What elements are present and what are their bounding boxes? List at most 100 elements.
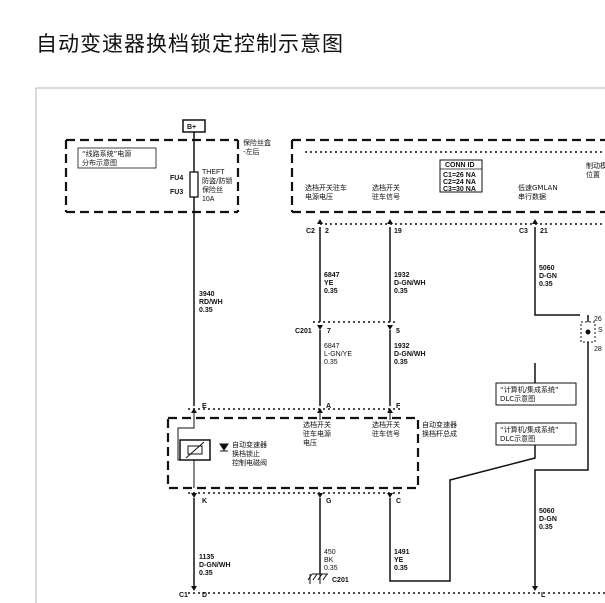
page-title: 自动变速器换档锁定控制示意图 (36, 32, 344, 56)
fuse-box-ref-line1: “线路系统”电源 (82, 149, 131, 158)
wire-450-color: BK (324, 557, 334, 564)
wire-6847-circuit: 6847 (324, 272, 340, 279)
shifter-label-f-1: 选档开关 (372, 420, 400, 429)
fuse-desc-4: 10A (202, 196, 215, 203)
bottom-conn-c1: C1 (179, 592, 188, 599)
fuse-id-2: FU3 (170, 189, 183, 196)
ground-icon (307, 573, 328, 584)
wire-450-size: 0.35 (324, 565, 338, 572)
solenoid-label-3: 控制电磁阀 (232, 458, 267, 467)
fuse-desc-2: 防盗/防锁 (202, 176, 232, 185)
ground-label: C201 (332, 577, 349, 584)
module-pin2-label-2: 驻车信号 (372, 192, 400, 201)
wire-1932-lower-size: 0.35 (394, 359, 408, 366)
wire-1135-circuit: 1135 (199, 554, 214, 561)
fuse-box-outline (64, 138, 240, 214)
dlc-ref-1-line2: DLC示意图 (500, 394, 535, 403)
dlc-ref-2-line2: DLC示意图 (500, 434, 535, 443)
module-side-label-2: 位置 (586, 170, 600, 179)
wire-5060-upper-circuit: 5060 (539, 265, 555, 272)
conn-id-row2: C2=24 NA (443, 179, 476, 186)
shifter-name-line1: 自动变速器 (422, 420, 457, 429)
wire-6847-color: YE (324, 280, 334, 287)
fuse-desc-3: 保险丝 (202, 185, 223, 194)
module-pin-21: 21 (540, 228, 548, 235)
c201-pin-7: 7 (327, 328, 331, 335)
terminal-bottom-d (191, 586, 197, 591)
fuse-id-1: FU4 (170, 175, 183, 182)
dlc-ref-1-line1: “计算机/集成系统” (500, 385, 559, 394)
wire-1932-lower-circuit: 1932 (394, 343, 410, 350)
module-conn-c3: C3 (519, 228, 528, 235)
c201-pin-5: 5 (396, 328, 400, 335)
splice-label: S (598, 327, 603, 334)
shifter-pin-f: F (396, 403, 401, 410)
splice-pin-28: 28 (594, 346, 602, 353)
shifter-label-a-3: 电压 (303, 438, 317, 447)
fuse-box-name-line2: -左后 (243, 147, 260, 156)
terminal-shifter-g (317, 493, 323, 498)
module-outline (290, 138, 605, 214)
splice-pin-26: 26 (594, 316, 602, 323)
dlc-ref-box-2 (495, 422, 577, 446)
solenoid-core-icon (187, 445, 203, 455)
wire-5060-upper-size: 0.35 (539, 281, 553, 288)
terminal-shifter-k (191, 493, 197, 498)
shifter-internal-e (177, 413, 195, 488)
wire-3940-size: 0.35 (199, 307, 213, 314)
module-pin-2: 2 (325, 228, 329, 235)
module-pin2-label-1: 选档开关 (372, 183, 400, 192)
wire-1932-lower-color: D-GN/WH (394, 351, 426, 358)
terminal-module-21 (532, 219, 538, 224)
conn-id-row3: C3=30 NA (443, 186, 476, 193)
wire-1135-color: D-GN/WH (199, 562, 231, 569)
wire-5060-upper-color: D-GN (539, 273, 557, 280)
wire-dlc-2 (449, 445, 536, 503)
wire-3940-circuit: 3940 (199, 291, 215, 298)
conn-id-box (439, 159, 483, 193)
wire-1135-size: 0.35 (199, 570, 213, 577)
diagram-frame (35, 87, 605, 603)
terminal-module-2 (317, 219, 323, 224)
shifter-pin-a: A (326, 403, 331, 410)
solenoid-label-1: 自动变速器 (232, 440, 267, 449)
wire-1932-color: D-GN/WH (394, 280, 426, 287)
module-pin1-label-1: 选档开关驻车 (305, 183, 347, 192)
fuse-box-name-line1: 保险丝盒 (243, 138, 271, 147)
solenoid-label-2: 换档锁止 (232, 449, 260, 458)
power-label: B+ (187, 124, 196, 131)
wire-6847-lower-size: 0.35 (324, 359, 338, 366)
module-pin3-label-1: 低速GMLAN (518, 183, 558, 192)
wire-5060-lower (534, 350, 589, 586)
terminal-shifter-f (387, 408, 393, 413)
fuse-symbol (189, 171, 199, 198)
shifter-label-f-2: 驻车信号 (372, 429, 400, 438)
module-side-label-1: 制动模 (586, 161, 605, 170)
solenoid-diag-icon (185, 441, 205, 459)
shifter-pin-e: E (202, 403, 207, 410)
terminal-module-19 (387, 219, 393, 224)
wire-1491-circuit: 1491 (394, 549, 410, 556)
shifter-pin-g: G (326, 498, 332, 505)
bottom-pin-d: D (202, 592, 207, 599)
wire-5060-upper (534, 227, 580, 316)
wire-1932-circuit: 1932 (394, 272, 410, 279)
module-pin-19: 19 (394, 228, 402, 235)
terminal-shifter-a (317, 408, 323, 413)
wire-6847-lower-color: L-GN/YE (324, 351, 352, 358)
terminal-bottom-l (532, 586, 538, 591)
shifter-pin-c: C (396, 498, 401, 505)
bottom-pin-l: L (541, 592, 546, 599)
dlc-ref-box-1 (495, 382, 577, 406)
fuse-desc-1: THEFT (202, 169, 225, 176)
terminal-shifter-c (387, 493, 393, 498)
wire-5060-lower-circuit: 5060 (539, 508, 555, 515)
fuse-box-ref-frame (77, 147, 157, 169)
shifter-label-a-1: 选档开关 (303, 420, 331, 429)
terminal-shifter-e (191, 408, 197, 413)
wire-5060-lower-color: D-GN (539, 516, 557, 523)
shifter-label-a-2: 驻车电源 (303, 429, 331, 438)
wire-6847-size: 0.35 (324, 288, 338, 295)
conn-id-row1: C1=26 NA (443, 172, 476, 179)
